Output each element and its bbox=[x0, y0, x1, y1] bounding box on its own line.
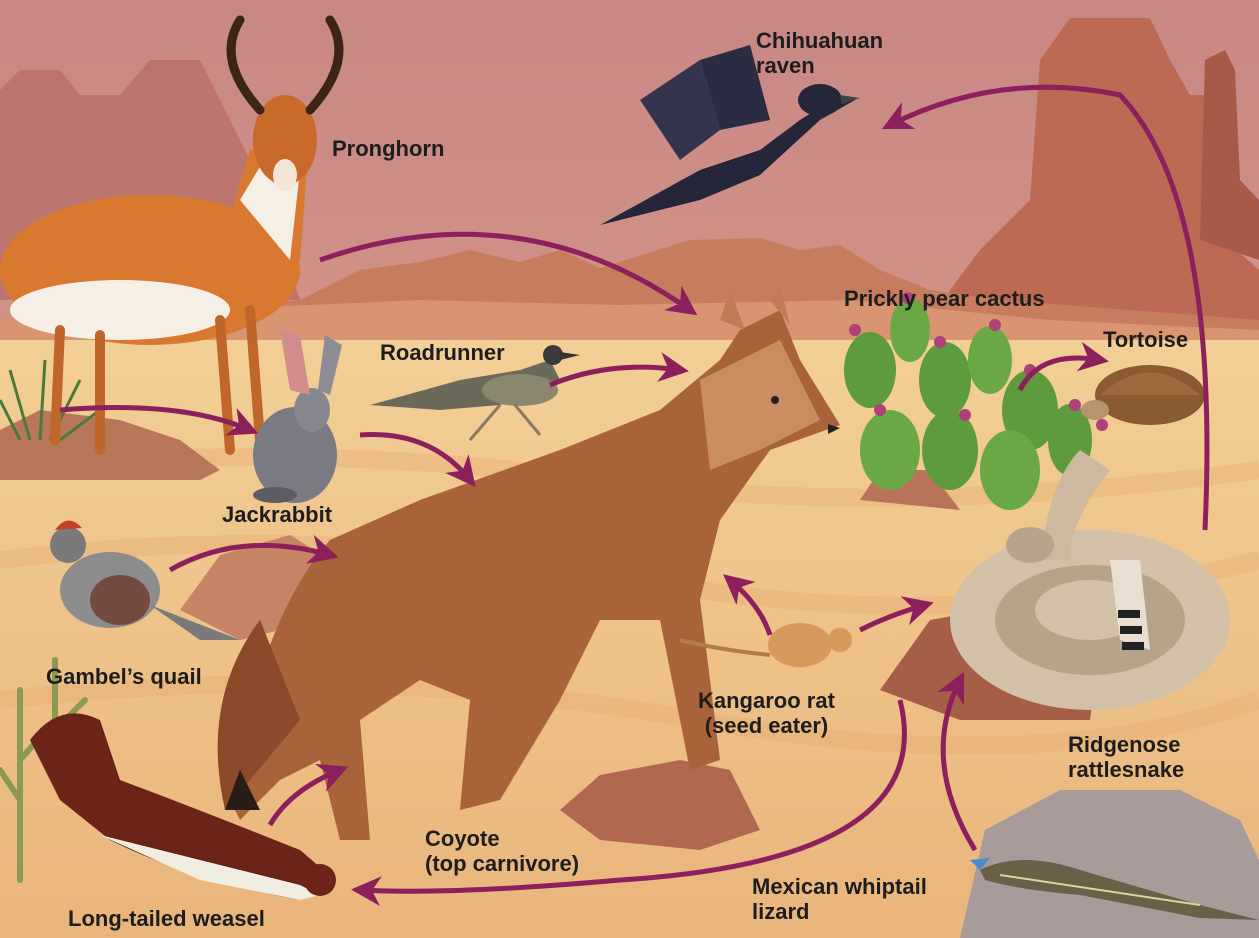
jackrabbit-label: Jackrabbit bbox=[222, 502, 332, 527]
lizard-label: Mexican whiptail lizard bbox=[752, 874, 927, 924]
rattlesnake-label: Ridgenose rattlesnake bbox=[1068, 732, 1184, 782]
pronghorn-label: Pronghorn bbox=[332, 136, 444, 161]
weasel-label: Long-tailed weasel bbox=[68, 906, 265, 931]
coyote-label-line2: (top carnivore) bbox=[425, 851, 579, 876]
raven-label-line1: Chihuahuan bbox=[756, 28, 883, 53]
kangaroo-rat-label: Kangaroo rat (seed eater) bbox=[698, 688, 835, 738]
cactus-label: Prickly pear cactus bbox=[844, 286, 1045, 311]
lizard-label-line1: Mexican whiptail bbox=[752, 874, 927, 899]
coyote-label: Coyote (top carnivore) bbox=[425, 826, 579, 876]
roadrunner-label: Roadrunner bbox=[380, 340, 505, 365]
lizard-label-line2: lizard bbox=[752, 899, 927, 924]
quail-label: Gambel’s quail bbox=[46, 664, 202, 689]
raven-label-line2: raven bbox=[756, 53, 883, 78]
rattlesnake-label-line1: Ridgenose bbox=[1068, 732, 1184, 757]
rattlesnake-label-line2: rattlesnake bbox=[1068, 757, 1184, 782]
tortoise-label: Tortoise bbox=[1103, 327, 1188, 352]
raven-label: Chihuahuan raven bbox=[756, 28, 883, 78]
kangaroo-rat-label-line2: (seed eater) bbox=[698, 713, 835, 738]
coyote-label-line1: Coyote bbox=[425, 826, 579, 851]
kangaroo-rat-label-line1: Kangaroo rat bbox=[698, 688, 835, 713]
